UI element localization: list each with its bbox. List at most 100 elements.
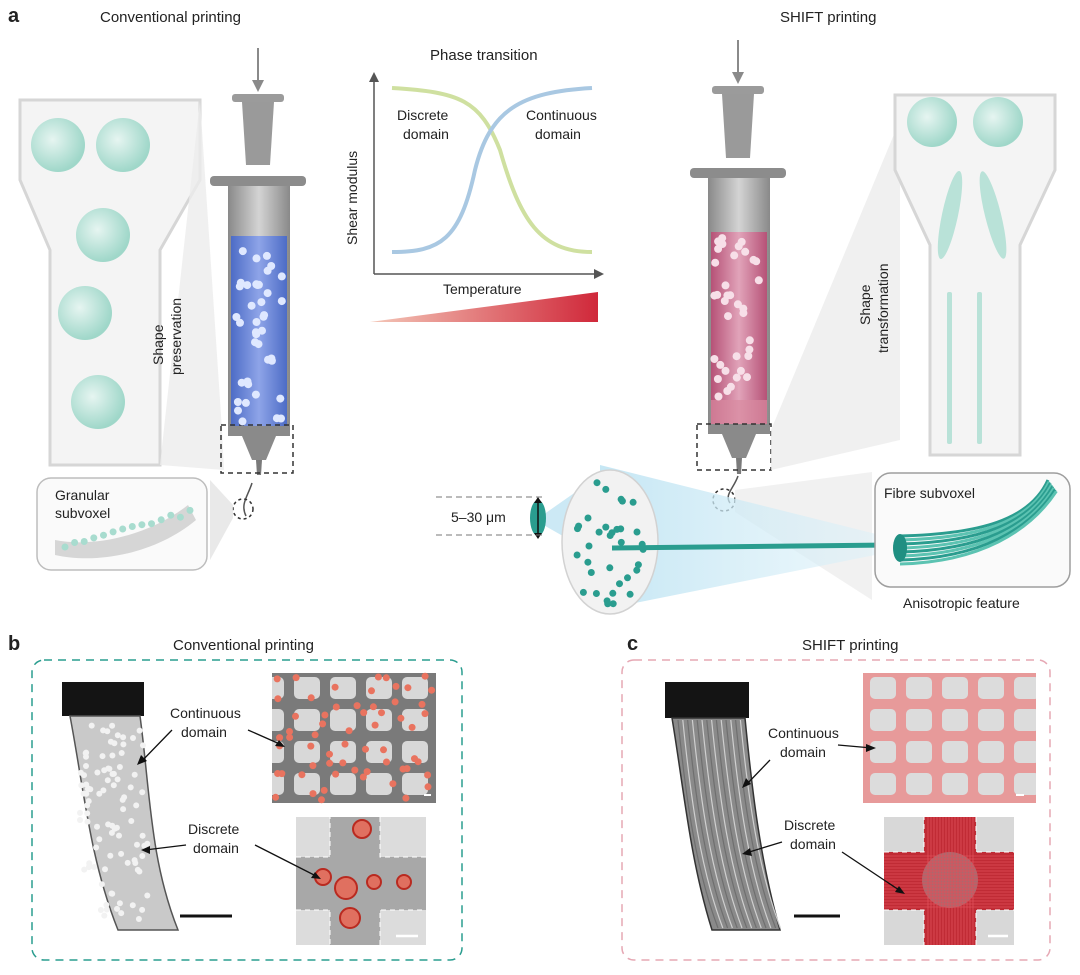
red-particle — [380, 746, 387, 754]
ink-particle — [718, 234, 727, 243]
red-particle — [292, 674, 300, 682]
fibre-cross-section — [436, 465, 900, 615]
filament-particle — [139, 789, 146, 796]
granule — [138, 521, 146, 529]
filament-particle — [109, 890, 116, 897]
ink-particle — [243, 281, 252, 290]
red-particle — [307, 694, 315, 702]
fibre-cross-section-dot — [584, 558, 592, 566]
filament-particle — [83, 763, 89, 769]
panel-b-lattice-image — [272, 672, 436, 804]
red-particle — [286, 733, 294, 741]
filament-streak — [735, 719, 777, 929]
ink-particle — [263, 289, 272, 298]
discrete-domain-label: Discrete domain — [397, 107, 452, 142]
panel-b-frame — [31, 659, 463, 961]
granule — [71, 539, 79, 546]
ink-particle — [272, 414, 281, 423]
ink-particle — [744, 352, 753, 360]
filament-streak — [739, 719, 781, 929]
filament-particle — [94, 769, 101, 776]
filament-particle — [101, 912, 108, 919]
fibre-cross-section-dot — [633, 528, 641, 536]
ink-particle — [711, 258, 720, 267]
panel-b-continuous-label: Continuous domain — [170, 705, 245, 740]
filament-particle — [118, 850, 125, 857]
fibre-strand — [899, 490, 1058, 566]
ink-particle — [714, 392, 723, 401]
right-nozzle-magnified — [771, 93, 1057, 470]
granule — [100, 531, 107, 539]
ink-particle — [276, 394, 285, 403]
red-particle — [378, 709, 385, 717]
anisotropic-feature-label: Anisotropic feature — [903, 595, 1020, 611]
filament-streak — [725, 719, 767, 929]
ink-particle — [721, 366, 730, 375]
red-particle — [359, 773, 367, 781]
panel-c-continuous-label: Continuous domain — [768, 725, 843, 760]
granule — [176, 513, 184, 521]
filament-streak — [682, 719, 724, 929]
filament-particle — [135, 916, 142, 922]
filament-particle — [118, 910, 125, 917]
red-particle — [351, 766, 359, 774]
ink-particle — [236, 318, 244, 327]
shear-modulus-label: Shear modulus — [344, 151, 360, 245]
fibre-strand — [899, 479, 1050, 538]
filament-particle — [96, 790, 103, 797]
red-particle — [309, 790, 317, 798]
red-particle — [331, 683, 339, 691]
filament-particle — [102, 866, 108, 873]
ink-particle — [260, 311, 269, 320]
fibre-cross-section-dot — [613, 525, 621, 533]
ink-particle — [243, 377, 252, 386]
granule — [148, 520, 155, 528]
filament-particle — [107, 852, 114, 859]
filament-particle — [109, 822, 116, 829]
filament-particle — [96, 836, 103, 843]
filament-streak — [730, 719, 772, 929]
ink-particle — [234, 406, 242, 415]
panel-c-title: SHIFT printing — [802, 637, 898, 654]
fibre-cross-section-dot — [606, 564, 614, 572]
filament-particle — [111, 740, 118, 747]
fibre-cross-section-dot — [584, 514, 592, 522]
shape-transformation-label: Shape transformation — [857, 264, 891, 353]
phase-transition-chart: Phase transition Shear modulus Temperatu… — [344, 47, 604, 322]
ink-particle — [257, 298, 266, 307]
filament-particle — [116, 900, 123, 907]
filament-particle — [78, 782, 85, 789]
fibre-cross-section-dot — [595, 528, 603, 536]
red-particle — [428, 686, 436, 694]
filament-particle — [136, 727, 143, 734]
filament-particle — [114, 732, 121, 739]
ink-particle — [741, 247, 750, 256]
ink-particle — [253, 281, 262, 289]
granule — [128, 523, 136, 530]
fibre-cross-section-dot — [585, 542, 593, 550]
red-particle — [307, 742, 315, 750]
red-particle — [397, 714, 405, 722]
filament-particle — [103, 901, 110, 908]
fibre-strand — [899, 484, 1053, 550]
red-particle — [369, 703, 377, 711]
fibre-strand — [899, 485, 1055, 554]
granule — [80, 538, 88, 545]
granule — [167, 511, 175, 519]
temperature-gradient-wedge — [370, 292, 598, 322]
red-particle — [326, 759, 334, 767]
syringe-particles-right — [710, 234, 763, 401]
red-particle — [272, 793, 280, 801]
conventional-printing-title: Conventional printing — [100, 9, 241, 26]
ink-particle — [233, 398, 242, 406]
size-range-label: 5–30 μm — [451, 509, 506, 525]
granule — [109, 528, 117, 536]
filament-streak — [711, 719, 753, 929]
ink-particle — [238, 247, 247, 256]
ink-particle — [252, 318, 261, 326]
fibre-cross-section-dot — [602, 523, 610, 531]
red-particle — [383, 758, 390, 766]
red-particle — [362, 745, 369, 753]
filament-particle — [91, 864, 98, 870]
ink-particle — [714, 244, 723, 253]
